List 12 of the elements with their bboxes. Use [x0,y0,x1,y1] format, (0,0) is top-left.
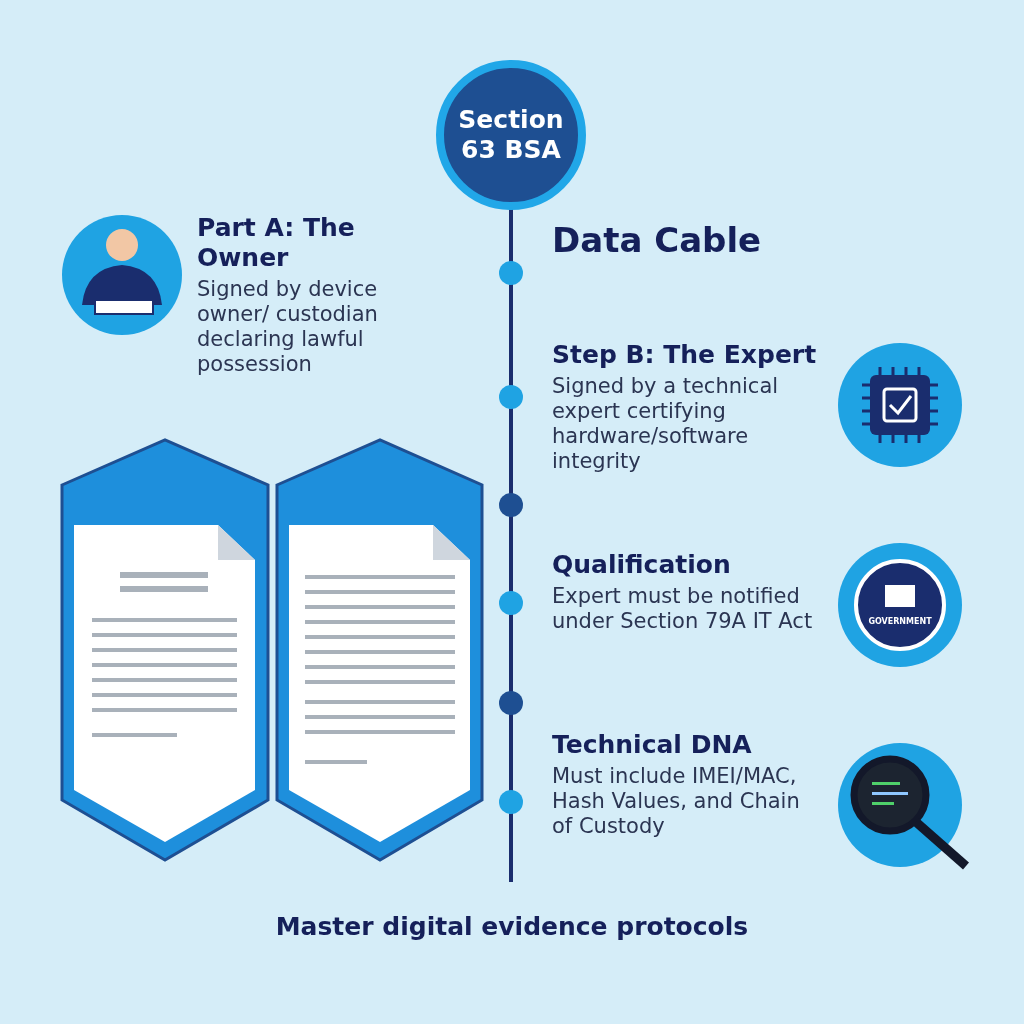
title-circle: Section 63 BSA [436,60,586,210]
seal-text: GOVERNMENT [868,617,932,626]
section-description: Must include IMEI/MAC, Hash Values, and Chain of Custody [552,764,801,839]
section-description: Expert must be notified under Section 79A IT Act [552,584,814,634]
section-heading: Qualification [552,550,732,580]
caption: Master digital evidence protocols [275,912,749,941]
section-heading: Technical DNA [552,730,753,760]
section-description: Signed by device owner/ custodian declaring lawful possession [197,277,379,377]
section-heading: Data Cable [552,219,763,262]
section-description: Signed by a technical expert certifying hardware/software integrity [552,374,780,474]
section-heading: Step B: The Expert [552,340,818,370]
section-heading: Part A: The Owner [197,213,356,273]
